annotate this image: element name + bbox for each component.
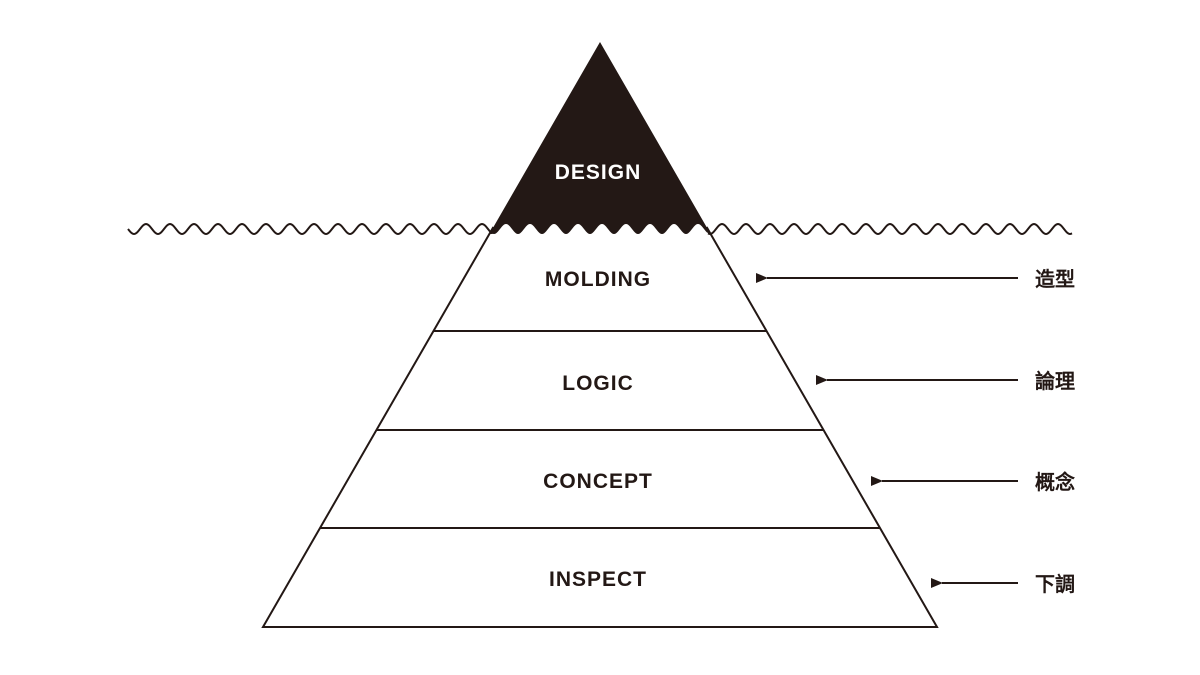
jp-label-concept: 概念 (1035, 470, 1075, 494)
water-line-right (707, 222, 1073, 236)
jp-label-inspect: 下調 (1035, 572, 1075, 596)
jp-label-logic: 論理 (1035, 369, 1075, 393)
tier-label-molding: MOLDING (545, 268, 651, 291)
tier-label-design: DESIGN (555, 161, 642, 184)
jp-label-molding: 造型 (1035, 267, 1075, 291)
tier-label-logic: LOGIC (562, 372, 634, 395)
design-tip-shape (489, 42, 711, 234)
tier-label-concept: CONCEPT (543, 470, 653, 493)
water-line-left (127, 222, 493, 236)
tier-label-inspect: INSPECT (549, 568, 647, 591)
